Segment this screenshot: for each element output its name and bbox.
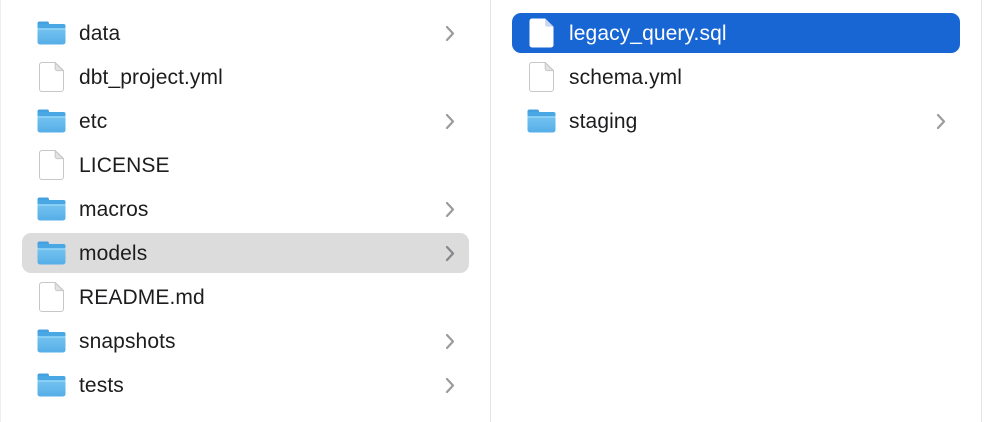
file-row-snapshots[interactable]: snapshots xyxy=(22,321,469,361)
folder-icon xyxy=(527,109,556,133)
file-label: data xyxy=(79,21,121,45)
file-label: README.md xyxy=(79,285,205,309)
document-icon xyxy=(36,62,67,92)
file-row-dbt-project-yml[interactable]: dbt_project.yml xyxy=(22,57,469,97)
folder-icon xyxy=(36,241,67,265)
file-row-macros[interactable]: macros xyxy=(22,189,469,229)
folder-icon xyxy=(36,373,67,397)
chevron-right-icon xyxy=(445,25,455,42)
folder-icon xyxy=(37,329,66,353)
file-row-legacy-query-sql[interactable]: legacy_query.sql xyxy=(512,13,960,53)
file-column-models-contents: legacy_query.sql schema.yml staging xyxy=(491,0,982,422)
document-icon xyxy=(39,150,64,180)
chevron-right-icon xyxy=(445,333,455,349)
folder-icon xyxy=(37,109,66,133)
folder-icon xyxy=(526,109,557,133)
chevron-right-icon xyxy=(445,113,455,129)
document-icon xyxy=(36,282,67,312)
chevron-right-icon xyxy=(445,245,455,262)
document-icon xyxy=(529,18,554,48)
document-icon xyxy=(39,282,64,312)
chevron-right-icon xyxy=(445,25,455,41)
document-icon xyxy=(36,150,67,180)
file-label: dbt_project.yml xyxy=(79,65,223,89)
file-label: snapshots xyxy=(79,329,176,353)
file-row-staging[interactable]: staging xyxy=(512,101,960,141)
chevron-right-icon xyxy=(445,201,455,218)
file-row-data[interactable]: data xyxy=(22,13,469,53)
chevron-right-icon xyxy=(445,245,455,261)
file-label: macros xyxy=(79,197,149,221)
file-label: schema.yml xyxy=(569,65,683,89)
document-icon xyxy=(39,62,64,92)
file-label: staging xyxy=(569,109,638,133)
file-label: models xyxy=(79,241,148,265)
chevron-right-icon xyxy=(445,201,455,217)
file-label: LICENSE xyxy=(79,153,170,177)
folder-icon xyxy=(37,21,66,45)
document-icon xyxy=(529,62,554,92)
file-row-readme-md[interactable]: README.md xyxy=(22,277,469,317)
chevron-right-icon xyxy=(445,333,455,350)
file-row-etc[interactable]: etc xyxy=(22,101,469,141)
folder-icon xyxy=(36,329,67,353)
file-label: tests xyxy=(79,373,124,397)
file-label: etc xyxy=(79,109,108,133)
chevron-right-icon xyxy=(445,113,455,130)
folder-icon xyxy=(37,241,66,265)
file-row-tests[interactable]: tests xyxy=(22,365,469,405)
folder-icon xyxy=(36,197,67,221)
file-row-schema-yml[interactable]: schema.yml xyxy=(512,57,960,97)
folder-icon xyxy=(36,21,67,45)
chevron-right-icon xyxy=(936,113,946,129)
document-icon xyxy=(526,62,557,92)
chevron-right-icon xyxy=(445,377,455,393)
chevron-right-icon xyxy=(936,113,946,130)
folder-icon xyxy=(37,373,66,397)
document-icon xyxy=(526,18,557,48)
folder-icon xyxy=(36,109,67,133)
chevron-right-icon xyxy=(445,377,455,394)
folder-icon xyxy=(37,197,66,221)
file-row-models[interactable]: models xyxy=(22,233,469,273)
file-row-license[interactable]: LICENSE xyxy=(22,145,469,185)
file-label: legacy_query.sql xyxy=(569,21,727,45)
